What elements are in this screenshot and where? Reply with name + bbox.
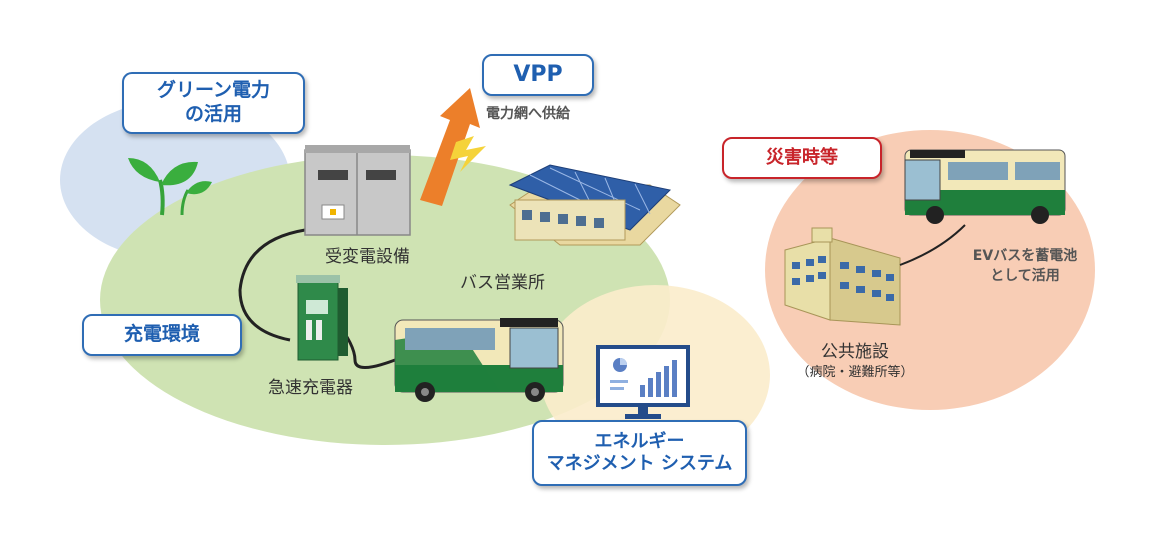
vpp-arrow-icon <box>420 88 480 206</box>
disaster-label: 災害時等 <box>722 137 882 179</box>
ems-label: エネルギー マネジメント システム <box>532 420 747 486</box>
charging-env-label: 充電環境 <box>82 314 242 356</box>
green-power-label: グリーン電力 の活用 <box>122 72 305 134</box>
depot-label: バス営業所 <box>460 273 545 293</box>
solar-depot-icon <box>508 164 681 246</box>
fast-charger-icon <box>296 275 348 361</box>
public-facility-sublabel: （病院・避難所等） <box>796 365 914 380</box>
substation-cabinet-icon <box>304 145 411 236</box>
vpp-label: VPP <box>482 54 594 96</box>
vpp-subtitle: 電力網へ供給 <box>486 106 570 122</box>
public-facility-label: 公共施設 <box>821 342 889 362</box>
ev-connection-line <box>899 224 966 266</box>
fast-charger-label: 急速充電器 <box>268 378 353 398</box>
monitor-chart-icon <box>596 345 690 419</box>
public-building-icon <box>784 227 901 326</box>
sprout-icon <box>128 158 212 216</box>
substation-label: 受変電設備 <box>325 247 410 267</box>
lightning-icon <box>450 136 486 172</box>
ev-bus-icon <box>904 149 1066 224</box>
ev-battery-label: EVバスを蓄電池 として活用 <box>972 248 1078 284</box>
bus-icon <box>394 318 564 402</box>
power-cable <box>238 228 306 342</box>
